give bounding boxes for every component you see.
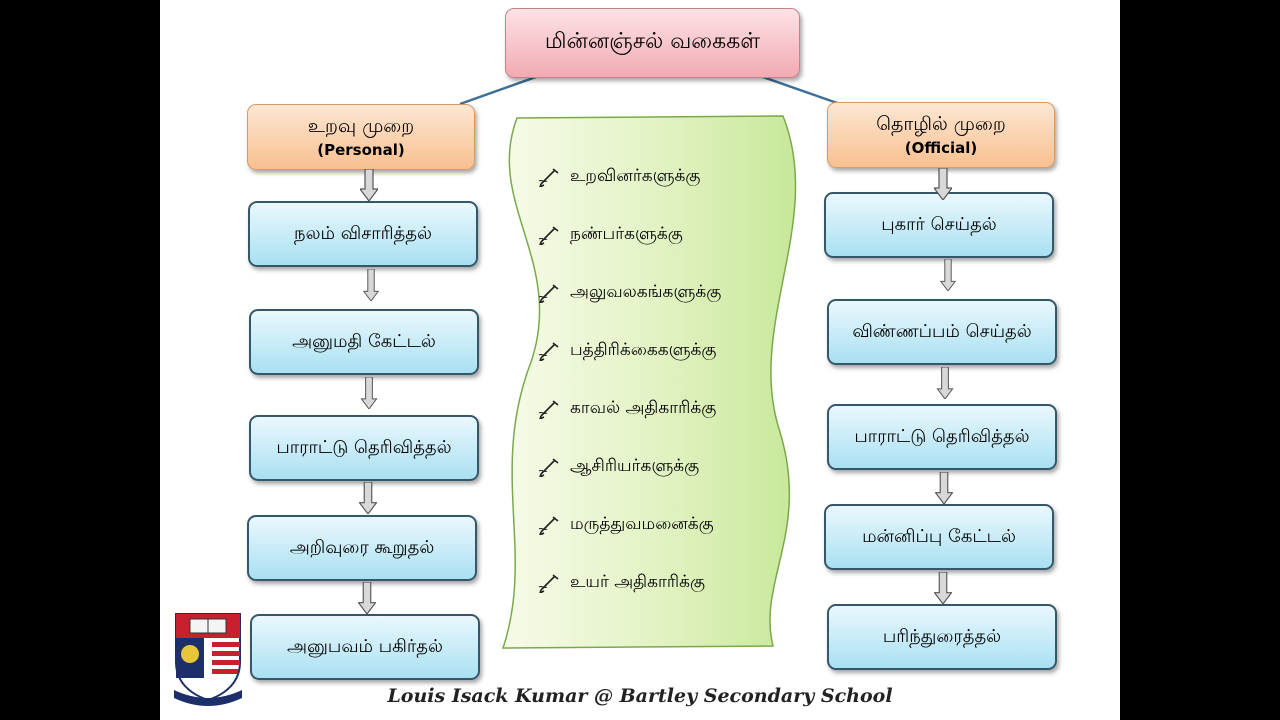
pen-icon (538, 516, 559, 535)
pen-icon (538, 458, 559, 477)
right-step-3: பாராட்டு தெரிவித்தல் (827, 404, 1057, 470)
recipient-text: காவல் அதிகாரிக்கு (570, 398, 717, 418)
category-personal-label: உறவு முறை (307, 115, 415, 137)
recipient-text: அலுவலகங்களுக்கு (570, 282, 722, 302)
list-item: ஆசிரியர்களுக்கு (538, 438, 721, 496)
down-arrow-icon (362, 269, 380, 301)
list-item: காவல் அதிகாரிக்கு (538, 380, 721, 438)
pen-icon (538, 400, 559, 419)
right-step-1: புகார் செய்தல் (824, 192, 1054, 258)
down-arrow-icon (358, 582, 376, 614)
pen-icon (538, 226, 559, 245)
list-item: உறவினர்களுக்கு (538, 148, 721, 206)
right-step-1-text: புகார் செய்தல் (881, 213, 997, 235)
recipient-text: மருத்துவமனைக்கு (570, 514, 714, 534)
right-step-4-text: மன்னிப்பு கேட்டல் (862, 525, 1016, 547)
diagram-title: மின்னஞ்சல் வகைகள் (505, 8, 800, 78)
category-personal-sub: (Personal) (317, 141, 405, 159)
right-step-3-text: பாராட்டு தெரிவித்தல் (854, 425, 1030, 447)
recipient-text: பத்திரிக்கைகளுக்கு (570, 340, 717, 360)
left-step-1: நலம் விசாரித்தல் (248, 201, 478, 267)
left-step-2-text: அனுமதி கேட்டல் (292, 330, 436, 352)
left-step-2: அனுமதி கேட்டல் (249, 309, 479, 375)
left-step-5-text: அனுபவம் பகிர்தல் (287, 635, 443, 657)
right-step-5: பரிந்துரைத்தல் (827, 604, 1057, 670)
list-item: உயர் அதிகாரிக்கு (538, 554, 721, 612)
list-item: பத்திரிக்கைகளுக்கு (538, 322, 721, 380)
left-step-3: பாராட்டு தெரிவித்தல் (249, 415, 479, 481)
left-step-3-text: பாராட்டு தெரிவித்தல் (276, 436, 452, 458)
down-arrow-icon (939, 259, 957, 291)
footer-credit: Louis Isack Kumar @ Bartley Secondary Sc… (387, 685, 893, 707)
pen-icon (538, 574, 559, 593)
title-text: மின்னஞ்சல் வகைகள் (544, 29, 761, 54)
down-arrow-icon (359, 482, 377, 514)
pen-icon (538, 342, 559, 361)
pen-icon (538, 168, 559, 187)
school-crest-logo (174, 613, 242, 706)
left-step-4: அறிவுரை கூறுதல் (247, 515, 477, 581)
connector-right (759, 74, 841, 106)
down-arrow-icon (935, 472, 953, 504)
pen-icon (538, 284, 559, 303)
category-official-sub: (Official) (904, 139, 978, 157)
right-step-2: விண்ணப்பம் செய்தல் (827, 299, 1057, 365)
right-step-2-text: விண்ணப்பம் செய்தல் (852, 320, 1032, 342)
category-official: தொழில் முறை (Official) (827, 102, 1055, 168)
recipient-text: உறவினர்களுக்கு (570, 166, 701, 186)
down-arrow-icon (360, 169, 378, 201)
right-step-4: மன்னிப்பு கேட்டல் (824, 504, 1054, 570)
category-personal: உறவு முறை (Personal) (247, 104, 475, 170)
down-arrow-icon (360, 377, 378, 409)
category-official-label: தொழில் முறை (876, 113, 1006, 135)
left-step-4-text: அறிவுரை கூறுதல் (289, 536, 435, 558)
right-step-5-text: பரிந்துரைத்தல் (882, 625, 1002, 647)
recipient-text: உயர் அதிகாரிக்கு (570, 572, 705, 592)
down-arrow-icon (934, 572, 952, 604)
recipients-banner (501, 115, 797, 649)
recipient-text: ஆசிரியர்களுக்கு (570, 456, 700, 476)
down-arrow-icon (934, 168, 952, 200)
left-step-5: அனுபவம் பகிர்தல் (250, 614, 480, 680)
slide: மின்னஞ்சல் வகைகள் உறவு முறை (Personal) த… (160, 0, 1120, 720)
recipients-list: உறவினர்களுக்கு நண்பர்களுக்கு அலுவலகங்களு… (538, 148, 721, 612)
list-item: அலுவலகங்களுக்கு (538, 264, 721, 322)
left-step-1-text: நலம் விசாரித்தல் (294, 222, 432, 244)
list-item: மருத்துவமனைக்கு (538, 496, 721, 554)
down-arrow-icon (936, 367, 954, 399)
list-item: நண்பர்களுக்கு (538, 206, 721, 264)
recipient-text: நண்பர்களுக்கு (570, 224, 683, 244)
